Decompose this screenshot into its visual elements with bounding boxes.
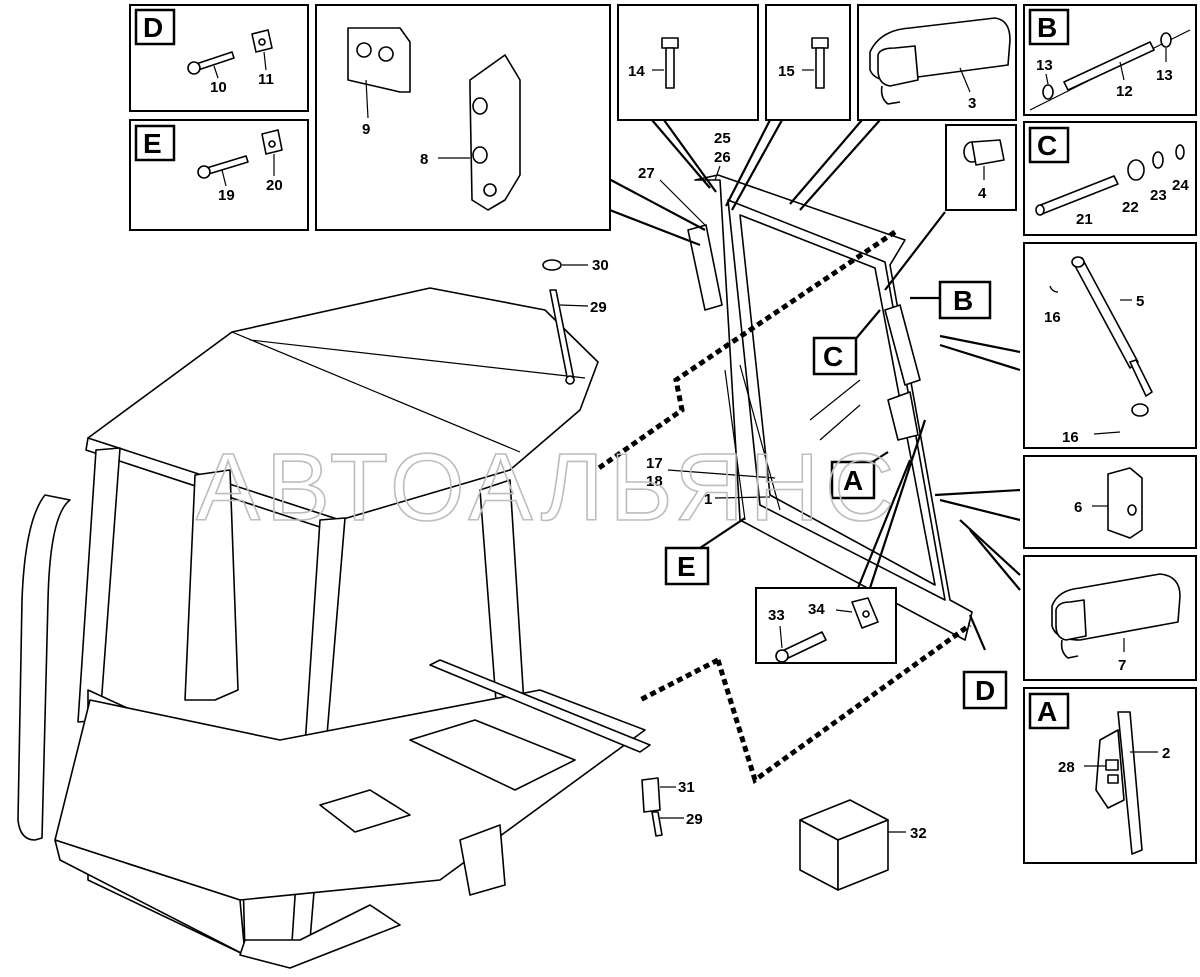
- detail-box-gas-strut: 5 16 16: [1023, 242, 1197, 449]
- tag-d: D: [975, 675, 995, 706]
- detail-box-seal-3: 3: [857, 4, 1017, 121]
- label-7: 7: [1118, 657, 1126, 674]
- label-29-top: 29: [590, 299, 607, 316]
- tag-a: A: [843, 465, 863, 496]
- detail-letter-e: E: [143, 128, 162, 159]
- label-33: 33: [768, 607, 785, 624]
- label-28: 28: [1058, 759, 1075, 776]
- detail-box-c: C 21 22 23 24: [1023, 121, 1197, 236]
- detail-box-block-6: 6: [1023, 455, 1197, 549]
- label-34: 34: [808, 601, 825, 618]
- tag-c: C: [823, 341, 843, 372]
- label-31: 31: [678, 779, 695, 796]
- label-3: 3: [968, 95, 976, 112]
- door-assembly: [687, 174, 973, 641]
- label-30: 30: [592, 257, 609, 274]
- label-29-bottom: 29: [686, 811, 703, 828]
- label-16-bottom: 16: [1062, 429, 1079, 446]
- label-14: 14: [628, 63, 645, 80]
- detail-box-hinge: 9 8: [315, 4, 611, 231]
- label-17: 17: [646, 455, 663, 472]
- main-labels: 30 29 31 29 32 17 18 1 25 26 27: [542, 130, 927, 891]
- label-12: 12: [1116, 83, 1133, 100]
- label-18: 18: [646, 473, 663, 490]
- detail-letter-d: D: [143, 12, 163, 43]
- door-opening-outline: [594, 229, 972, 785]
- detail-box-seal-7: 7: [1023, 555, 1197, 681]
- label-24: 24: [1172, 177, 1189, 194]
- detail-box-d: D 10 11: [129, 4, 309, 112]
- label-25: 25: [714, 130, 731, 147]
- label-8: 8: [420, 151, 428, 168]
- label-13-left: 13: [1036, 57, 1053, 74]
- label-4: 4: [978, 185, 987, 202]
- callout-tags: B C A E D: [664, 280, 1008, 710]
- label-20: 20: [266, 177, 283, 194]
- tag-e: E: [677, 551, 696, 582]
- label-32: 32: [910, 825, 927, 842]
- detail-box-bolt-14: 14: [617, 4, 759, 121]
- label-16-top: 16: [1044, 309, 1061, 326]
- watermark: АВТОАЛЬЯНС: [196, 434, 900, 541]
- detail-box-bolt-33-34: 33 34: [755, 587, 897, 664]
- label-11: 11: [258, 71, 274, 88]
- detail-box-bolt-15: 15: [765, 4, 851, 121]
- label-23: 23: [1150, 187, 1167, 204]
- detail-letter-c: C: [1037, 130, 1057, 161]
- detail-box-e: E 19 20: [129, 119, 309, 231]
- label-26: 26: [714, 149, 731, 166]
- leader-lines: [544, 119, 1021, 651]
- label-6: 6: [1074, 499, 1082, 516]
- tag-b: B: [953, 285, 973, 316]
- label-2: 2: [1162, 745, 1170, 762]
- cab-frame: [17, 287, 651, 969]
- detail-box-b: B 13 13 12: [1023, 4, 1197, 116]
- label-15: 15: [778, 63, 795, 80]
- label-10: 10: [210, 79, 227, 96]
- label-13-right: 13: [1156, 67, 1173, 84]
- detail-letter-a: A: [1037, 696, 1057, 727]
- detail-box-a: A 2 28: [1023, 687, 1197, 864]
- label-9: 9: [362, 121, 370, 138]
- label-21: 21: [1076, 211, 1093, 228]
- label-27: 27: [638, 165, 655, 182]
- detail-box-bushing-4: 4: [945, 124, 1017, 211]
- label-5: 5: [1136, 293, 1144, 310]
- label-19: 19: [218, 187, 235, 204]
- detail-letter-b: B: [1037, 12, 1057, 43]
- label-1: 1: [704, 491, 712, 508]
- label-22: 22: [1122, 199, 1139, 216]
